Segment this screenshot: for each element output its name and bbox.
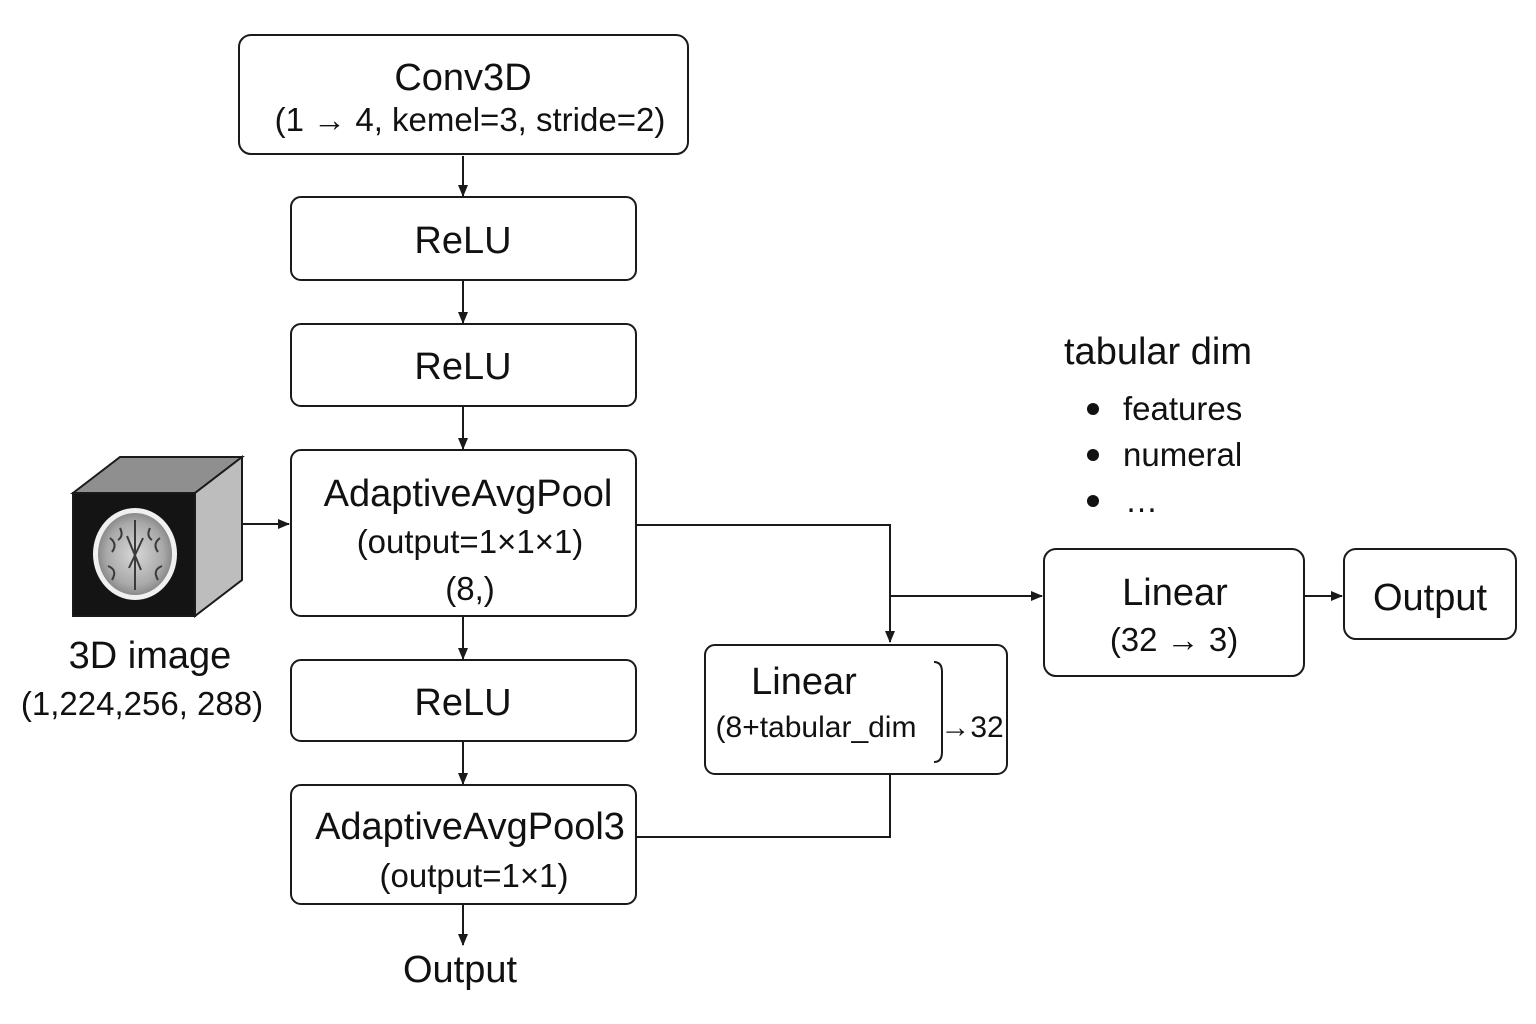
conv3d-title: Conv3D [394, 57, 531, 99]
bottom-output-label: Output [403, 949, 518, 991]
connectors [243, 156, 1343, 946]
adaptive-avg-pool3-params: (output=1×1) [380, 857, 569, 894]
relu-node-1: ReLU [290, 196, 637, 281]
linear-output-params: (32 → 3) [1110, 621, 1238, 658]
adaptive-avg-pool3-title: AdaptiveAvgPool3 [315, 806, 625, 848]
relu-node-2: ReLU [290, 323, 637, 407]
tabular-dim-title: tabular dim [1064, 331, 1252, 373]
linear-output-title: Linear [1122, 572, 1228, 614]
tabular-item-more: … [1125, 482, 1158, 519]
tabular-item-features: features [1123, 390, 1242, 427]
brain-mri-cube-icon [70, 454, 245, 619]
linear-concat-title: Linear [751, 661, 857, 703]
relu-node-3: ReLU [290, 659, 637, 742]
conv3d-params: (1 → 4, kemel=3, stride=2) [275, 101, 666, 138]
tabular-bullet-3 [1087, 495, 1099, 507]
linear-output-node: Linear (32 → 3) [1043, 548, 1305, 677]
image-input-label: 3D image [69, 635, 232, 677]
relu-1-label: ReLU [414, 220, 511, 262]
adaptive-avg-pool-node: AdaptiveAvgPool (output=1×1×1) (8,) [290, 449, 637, 617]
linear-concat-node: Linear (8+tabular_dim →32 [704, 644, 1008, 775]
tabular-item-numeral: numeral [1123, 436, 1242, 473]
final-output-node: Output [1343, 548, 1517, 640]
tabular-bullet-2 [1087, 449, 1099, 461]
linear-concat-params: (8+tabular_dim [716, 711, 917, 744]
image-input-shape: (1,224,256, 288) [21, 685, 263, 722]
linear-concat-out: →32 [940, 711, 1003, 744]
adaptive-avg-pool-title: AdaptiveAvgPool [324, 473, 613, 515]
relu-3-label: ReLU [414, 682, 511, 724]
adaptive-avg-pool-params: (output=1×1×1) [357, 523, 584, 560]
adaptive-avg-pool3-node: AdaptiveAvgPool3 (output=1×1) [290, 784, 637, 905]
adaptive-avg-pool-shape: (8,) [445, 570, 495, 607]
final-output-label: Output [1373, 577, 1488, 619]
tabular-bullet-1 [1087, 403, 1099, 415]
conv3d-node: Conv3D (1 → 4, kemel=3, stride=2) [238, 34, 689, 155]
tabular-dim-list: tabular dim features numeral … [1064, 331, 1252, 519]
relu-2-label: ReLU [414, 346, 511, 388]
linear-concat-bracket [933, 661, 943, 763]
connector-pool2-to-linear1 [637, 775, 891, 838]
connector-pool1-to-linear1 [637, 524, 895, 643]
